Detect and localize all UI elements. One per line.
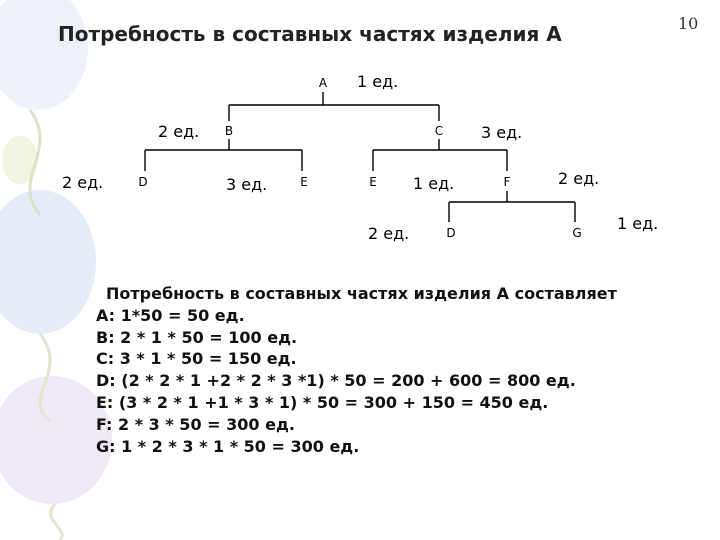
page-number: 10 <box>678 14 699 33</box>
node-e-label: E <box>369 175 377 189</box>
quantity-label: 1 ед. <box>413 174 454 193</box>
node-f-label: F <box>504 175 511 189</box>
node-d-label: D <box>446 226 455 240</box>
quantity-label: 1 ед. <box>617 214 658 233</box>
balloon-small-left <box>2 136 38 184</box>
node-g-label: G <box>572 226 581 240</box>
calculation-line-a: A: 1*50 = 50 ед. <box>96 305 245 325</box>
balloon-lower-left <box>0 376 112 504</box>
node-c-label: C <box>435 124 443 138</box>
quantity-label: 2 ед. <box>62 173 103 192</box>
quantity-label: 1 ед. <box>357 72 398 91</box>
calculation-line-f: F: 2 * 3 * 50 = 300 ед. <box>96 414 295 434</box>
calculation-line-c: C: 3 * 1 * 50 = 150 ед. <box>96 349 297 369</box>
page-title: Потребность в составных частях изделия А <box>58 22 562 46</box>
quantity-label: 3 ед. <box>481 123 522 142</box>
quantity-label: 3 ед. <box>226 175 267 194</box>
node-d-label: D <box>138 175 147 189</box>
requirements-calculation: Потребность в составных частях изделия А… <box>96 283 617 457</box>
calculation-intro: Потребность в составных частях изделия А… <box>106 284 617 303</box>
calculation-line-g: G: 1 * 2 * 3 * 1 * 50 = 300 ед. <box>96 436 360 456</box>
node-b-label: B <box>225 124 233 138</box>
calculation-line-e: E: (3 * 2 * 1 +1 * 3 * 1) * 50 = 300 + 1… <box>96 392 549 412</box>
balloon-ribbon <box>28 109 42 216</box>
quantity-label: 2 ед. <box>368 224 409 243</box>
calculation-line-b: B: 2 * 1 * 50 = 100 ед. <box>96 327 298 347</box>
product-structure-tree: A B C D E E F D G 1 ед. 2 ед. 3 ед. 2 ед… <box>62 72 658 243</box>
node-a-label: A <box>319 76 328 90</box>
balloon-ribbon <box>38 333 52 422</box>
quantity-label: 2 ед. <box>558 169 599 188</box>
calculation-line-d: D: (2 * 2 * 1 +2 * 2 * 3 *1) * 50 = 200 … <box>96 371 576 391</box>
balloon-top-left <box>0 0 88 110</box>
balloon-ribbon <box>49 502 64 540</box>
quantity-label: 2 ед. <box>158 122 199 141</box>
balloon-mid-left <box>0 190 96 334</box>
node-e-label: E <box>300 175 308 189</box>
